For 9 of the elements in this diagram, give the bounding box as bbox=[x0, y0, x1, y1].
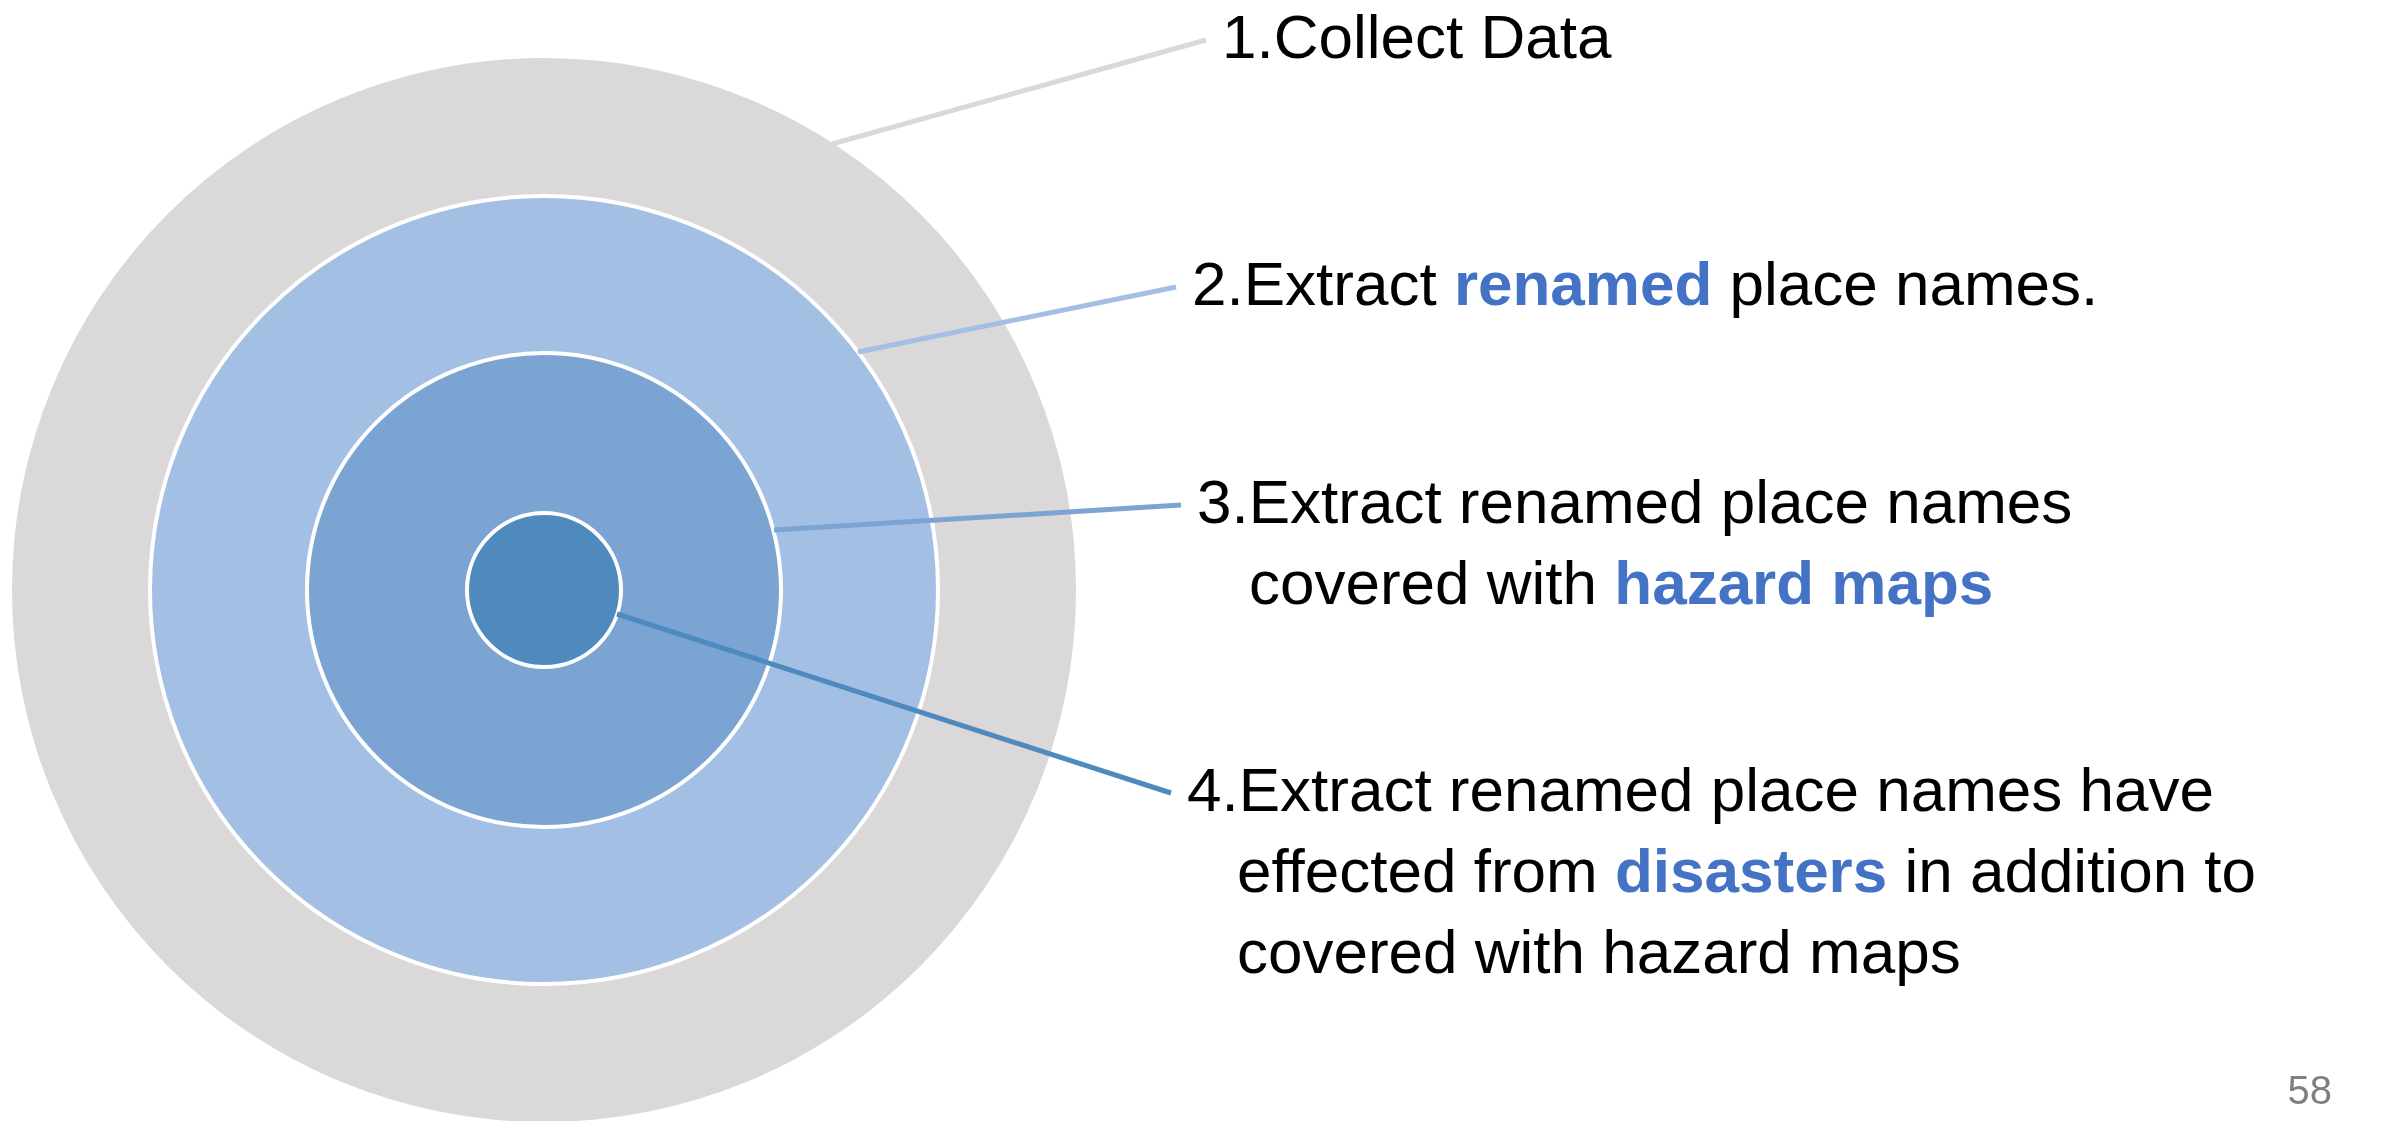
leader-line bbox=[831, 37, 1207, 147]
step-text: 4.Extract renamed place names have effected from disasters in addition to covered with hazard maps bbox=[1187, 749, 2402, 992]
leader-line bbox=[773, 502, 1182, 533]
step-text: 3.Extract renamed place names covered with hazard maps bbox=[1197, 461, 2197, 623]
leader-line bbox=[857, 284, 1177, 355]
step-text: 2.Extract renamed place names. bbox=[1192, 243, 2392, 324]
step-text: 1.Collect Data bbox=[1222, 0, 2322, 77]
leader-line bbox=[616, 611, 1172, 796]
page-number: 58 bbox=[2287, 1068, 2332, 1113]
